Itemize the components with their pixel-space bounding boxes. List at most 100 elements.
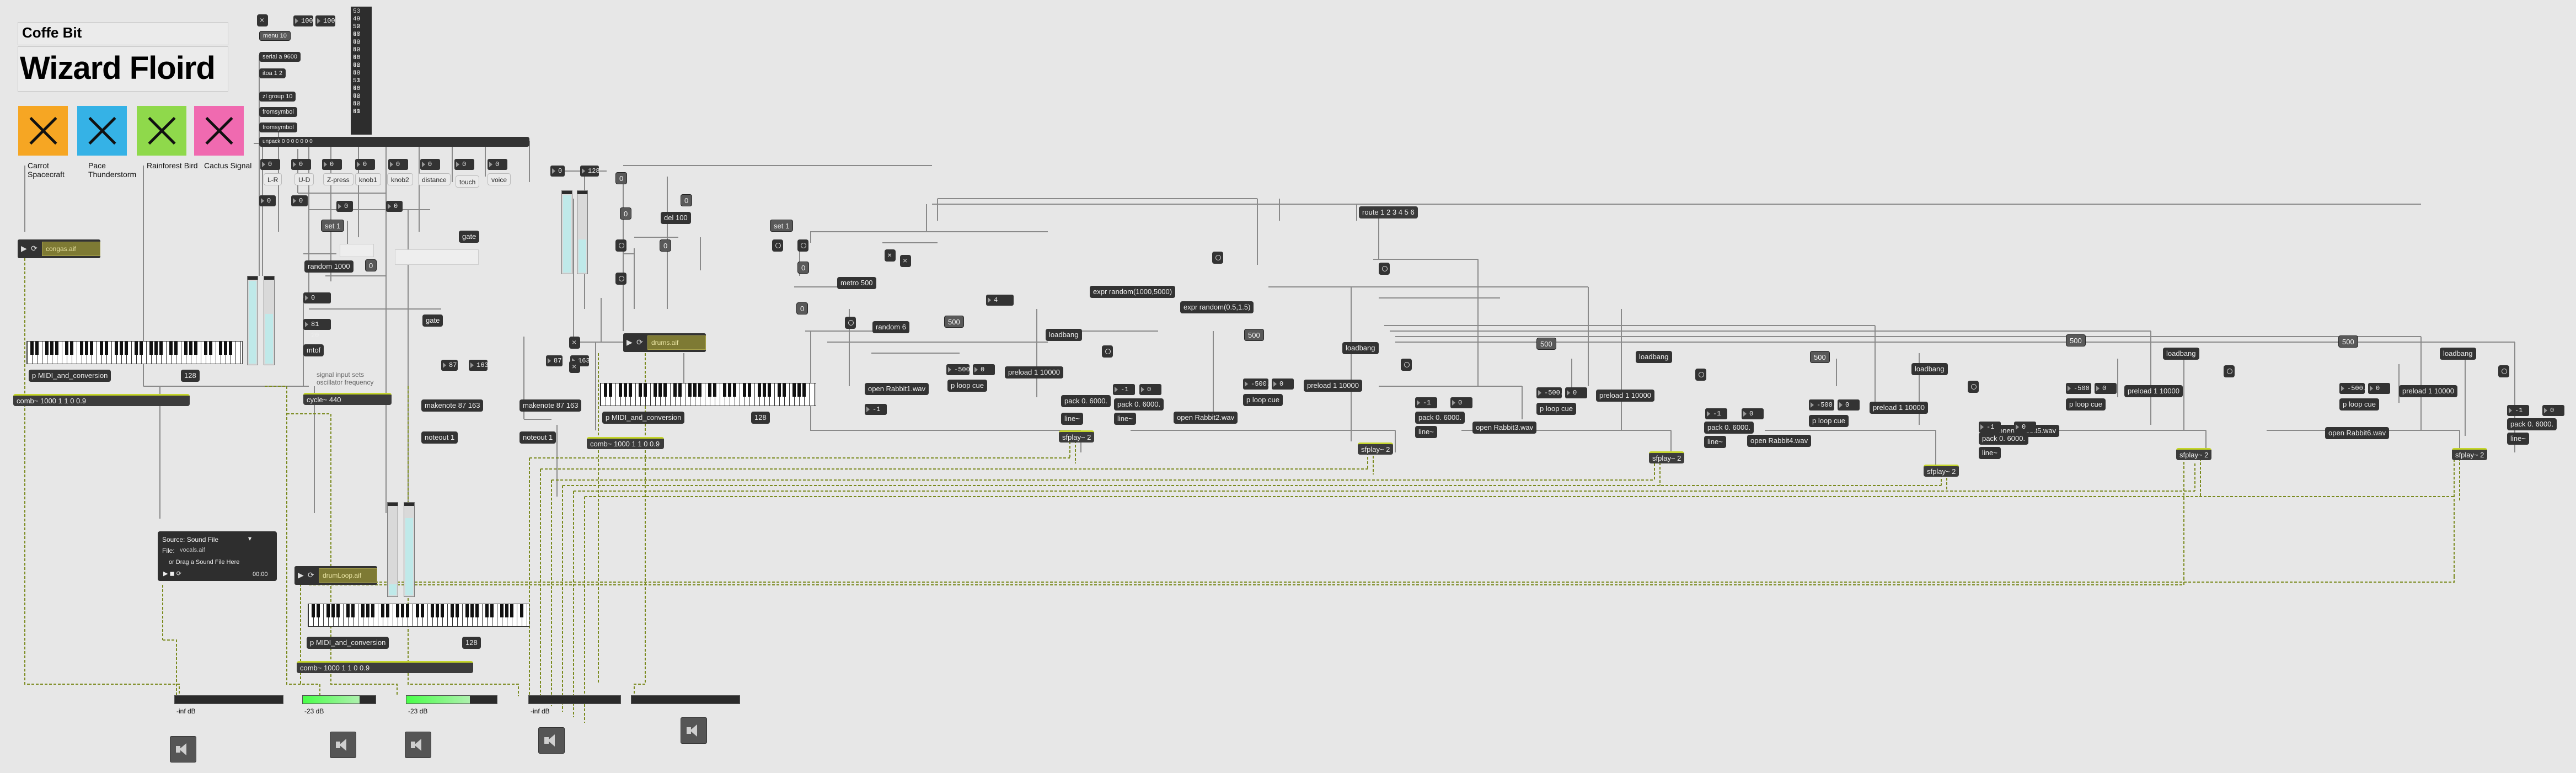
rabbit2-500[interactable]: 500 [1244,329,1264,341]
set-1-message-2[interactable]: set 1 [770,220,794,232]
rabbit3-number-d[interactable]: 0 [1450,397,1472,408]
rabbit4-loopcue[interactable]: p loop cue [1809,415,1849,427]
bang-b[interactable] [797,239,808,252]
rabbit3-pack[interactable]: pack 0. 6000. [1415,412,1465,424]
rabbit2-loadbang[interactable]: loadbang [1342,342,1379,354]
midi-conversion-1[interactable]: p MIDI_and_conversion [29,370,111,382]
zl-group-object[interactable]: zl group 10 [259,92,296,102]
del-100[interactable]: del 100 [661,212,691,224]
rabbit6-line[interactable]: line~ [2507,433,2529,445]
chevron-down-icon[interactable]: ▾ [248,535,252,542]
rabbit6-number-a[interactable]: -500. [2339,383,2367,394]
number-100b[interactable]: 100 [315,15,335,26]
rabbit6-sfplay[interactable]: sfplay~ 2 [2452,448,2488,460]
number-col1-a[interactable]: 0 [259,195,276,206]
middle-bang-2[interactable] [615,273,626,285]
number-500[interactable]: 500 [944,316,964,328]
rabbit1-bang[interactable] [1102,345,1113,358]
expr-random-1[interactable]: expr random(1000,5000) [1090,286,1176,298]
gain-slider-6[interactable] [577,190,588,274]
middle-msg-3[interactable]: 0 [681,194,693,206]
number-col1-c[interactable]: 0 [336,201,353,212]
rabbit2-number-d[interactable]: 0 [1139,384,1161,395]
middle-msg-4[interactable]: 0 [660,239,672,252]
loop-icon[interactable]: ⟳ [31,244,38,253]
gain-slider-4[interactable] [404,502,415,597]
middle-bang-1[interactable] [615,239,626,252]
sensor-value-ud[interactable]: 0 [291,159,311,170]
gain-slider-3[interactable] [387,502,398,597]
unpack-object[interactable]: unpack 0 0 0 0 0 0 0 [259,137,529,147]
rabbit6-number-c[interactable]: -1 [2507,405,2529,416]
speaker-icon[interactable] [170,736,196,763]
rabbit4-number-b[interactable]: 0 [1838,399,1860,411]
makenote-2[interactable]: makenote 87 163 [520,399,582,412]
sound-file-panel[interactable]: Source: Sound File ▾ File: vocals.aif or… [158,531,277,581]
number-4[interactable]: 4 [986,295,1014,306]
middle-toggle-2[interactable] [569,360,580,373]
gain-slider-1[interactable] [247,276,258,365]
rabbit5-500[interactable]: 500 [2066,334,2086,346]
bang-a[interactable] [772,239,783,252]
rabbit4-sfplay[interactable]: sfplay~ 2 [1924,465,1959,477]
serial-toggle[interactable] [257,14,268,26]
rabbit1-number-a[interactable]: -500. [946,364,974,375]
rabbit1-loadbang[interactable]: loadbang [1046,329,1082,341]
osc-number-2[interactable]: 81 20 [303,319,331,339]
rabbit4-bang[interactable] [1968,381,1979,393]
rabbit3-open[interactable]: open Rabbit3.wav [1472,422,1537,434]
rabbit4-open[interactable]: open Rabbit4.wav [1747,435,1812,447]
rabbit4-line[interactable]: line~ [1704,436,1726,448]
middle-msg-2[interactable]: 0 [620,207,632,220]
makenote-vel-2[interactable]: 87 [546,355,563,366]
middle-number-0[interactable]: 0 [550,166,565,177]
mtof-object[interactable]: mtof [303,344,324,356]
gate-object[interactable]: gate [459,231,480,243]
midi-channel-3[interactable]: 128 [462,637,481,649]
rabbit6-number-b[interactable]: 0 [2368,383,2390,394]
rabbit5-line[interactable]: line~ [1979,447,2001,459]
rabbit5-loadbang[interactable]: loadbang [2163,348,2199,360]
serial-object[interactable]: serial a 9600 [259,52,301,62]
number-0-a[interactable]: 0 [797,262,810,274]
menu-message[interactable]: menu 10 [259,31,291,41]
gain-slider-5[interactable] [561,190,572,274]
rabbit2-bang[interactable] [1401,359,1412,371]
rabbit3-line[interactable]: line~ [1415,426,1437,438]
rabbit3-bang[interactable] [1695,369,1706,381]
route-bang[interactable] [1379,263,1390,275]
rabbit3-preload[interactable]: preload 1 10000 [1596,390,1654,402]
middle-msg-1[interactable]: 0 [615,172,628,184]
rabbit3-loopcue[interactable]: p loop cue [1536,403,1576,415]
pad-pace-thunderstorm[interactable] [77,106,127,156]
midi-channel-1[interactable]: 128 [181,370,200,382]
sensor-value-knob2[interactable]: 0 [388,159,408,170]
keyboard-1[interactable] [26,341,243,364]
speaker-icon[interactable] [538,727,565,754]
rabbit5-preload[interactable]: preload 1 10000 [2124,385,2183,397]
loop-icon[interactable]: ⟳ [636,338,643,346]
makenote-1[interactable]: makenote 87 163 [421,399,484,412]
rabbit5-number-a[interactable]: -500. [2066,383,2093,394]
rabbit2-number-b[interactable]: 0 [1272,378,1294,390]
number-col1-d[interactable]: 0 [386,201,403,212]
rabbit4-number-c[interactable]: -1 [1705,408,1727,419]
fromsymbol-object[interactable]: fromsymbol [259,107,297,117]
rabbit5-sfplay[interactable]: sfplay~ 2 [2176,448,2212,460]
random-1000[interactable]: random 1000 [304,260,354,273]
route-object[interactable]: route 1 2 3 4 5 6 [1359,206,1418,218]
midi-channel-2[interactable]: 128 [751,412,770,424]
number-100[interactable]: 100 [293,15,313,26]
play-icon[interactable]: ▶ [626,338,633,346]
speaker-icon[interactable] [330,732,356,758]
metro-toggle[interactable] [885,249,896,262]
rabbit4-loadbang[interactable]: loadbang [1911,363,1948,375]
rabbit1-open[interactable]: open Rabbit1.wav [865,383,929,395]
rabbit5-pack[interactable]: pack 0. 6000. [1979,433,2029,445]
rabbit6-loopcue[interactable]: p loop cue [2339,398,2379,411]
rabbit1-number-b[interactable]: 0 [973,364,995,375]
rabbit3-sfplay[interactable]: sfplay~ 2 [1649,451,1685,463]
rabbit6-preload[interactable]: preload 1 10000 [2399,385,2457,397]
rabbit4-number-d[interactable]: 0 [1742,408,1764,419]
rabbit4-preload[interactable]: preload 1 10000 [1870,402,1928,414]
